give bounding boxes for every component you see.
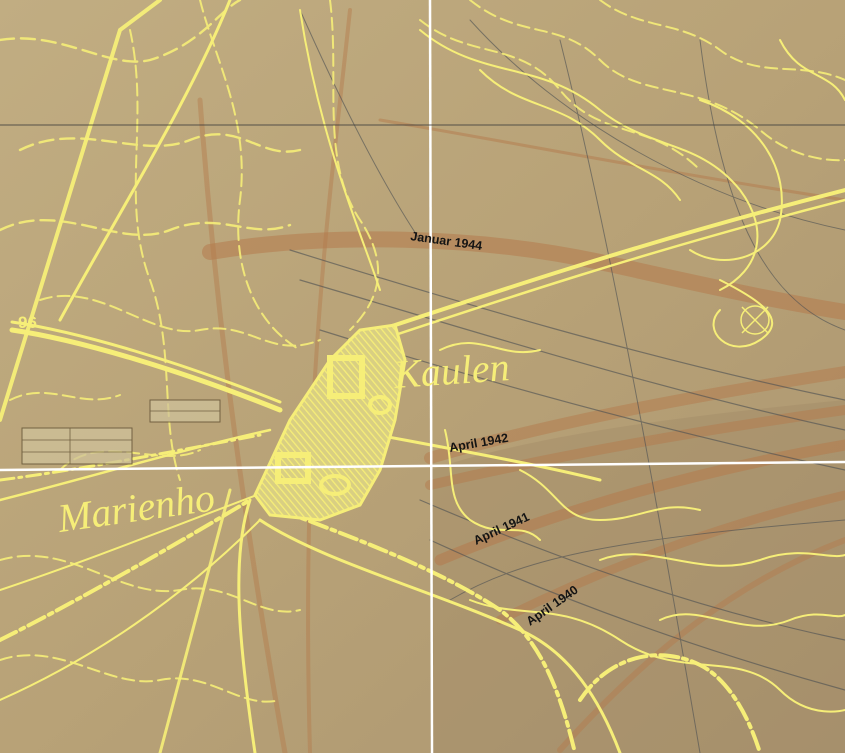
mine-site — [253, 323, 407, 522]
place-label-kaulen: Kaulen — [391, 344, 510, 397]
railway-lines — [0, 433, 762, 753]
solid-contours — [419, 29, 845, 713]
road-number-label: 96 — [18, 313, 37, 332]
stamp-box — [21, 399, 221, 465]
dark-worked-area — [430, 400, 845, 753]
survey-marker — [740, 305, 770, 335]
